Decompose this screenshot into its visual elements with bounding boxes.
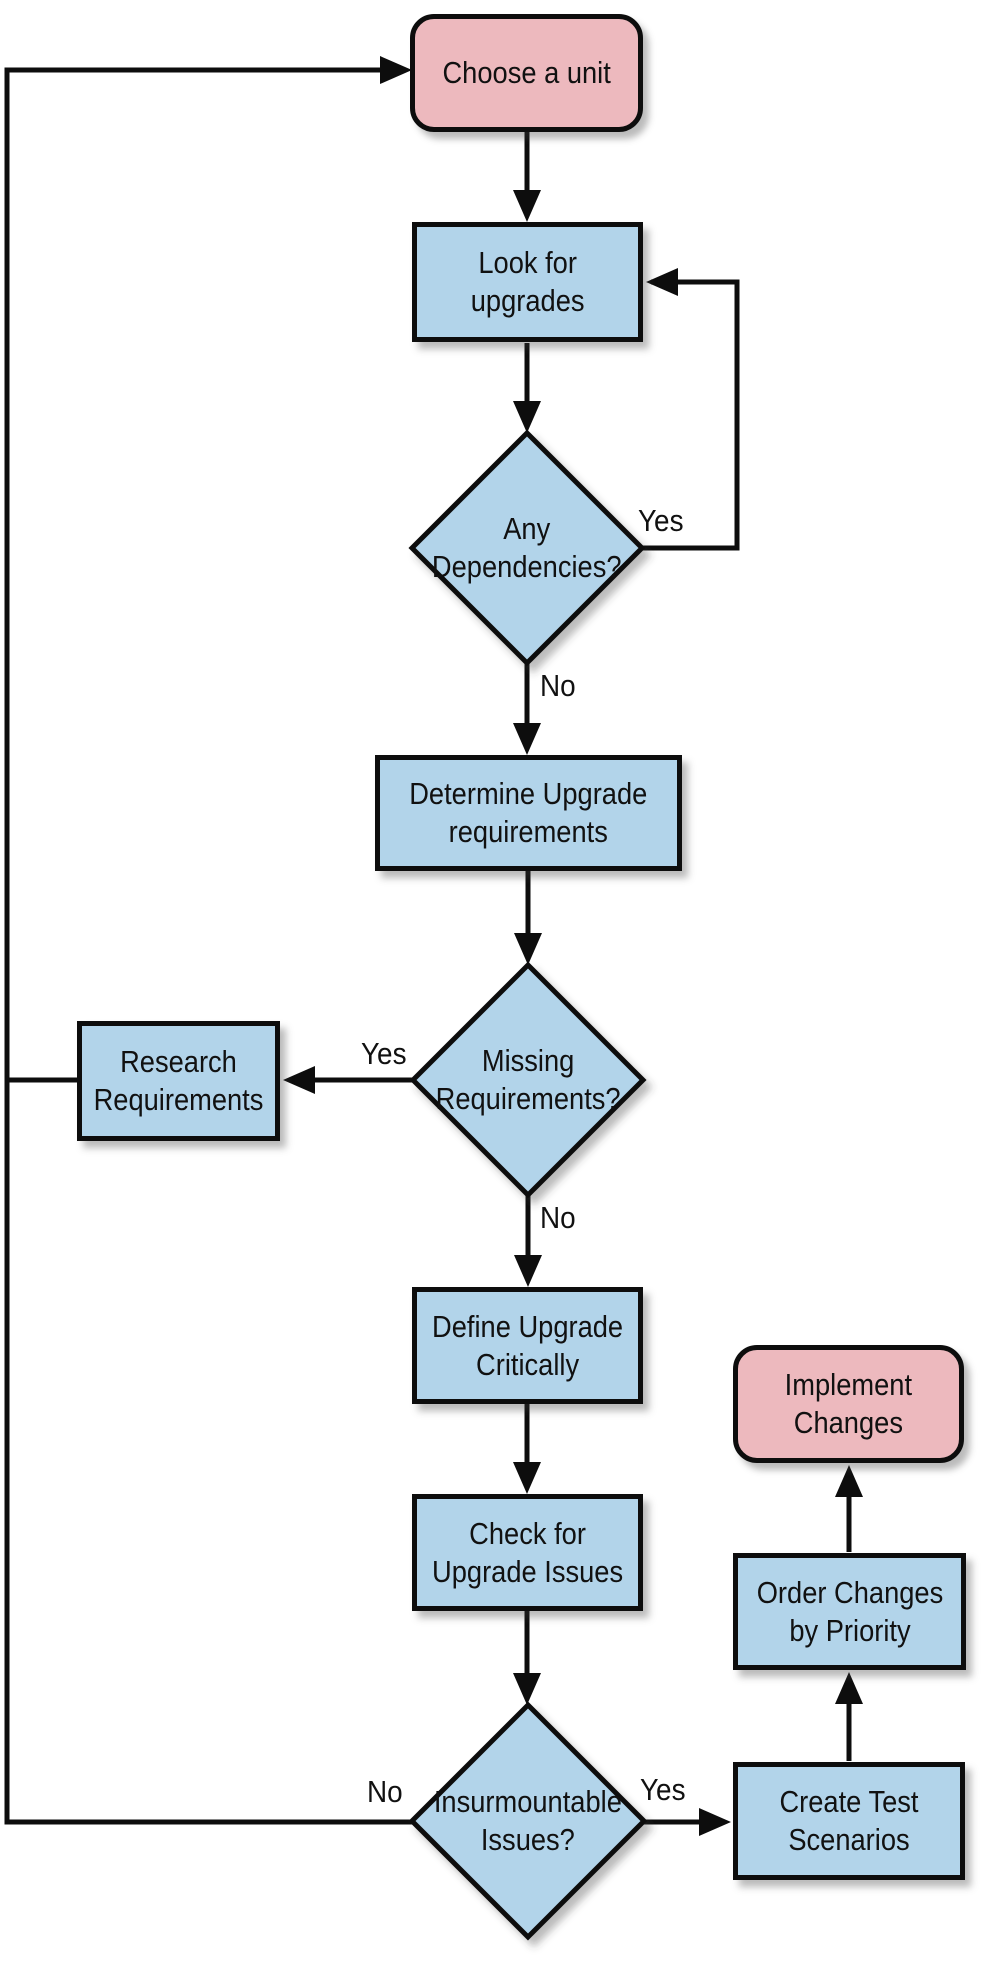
arrowhead-into-look: [513, 190, 541, 222]
node-look-for-upgrades: Look for upgrades: [412, 222, 643, 342]
node-create-test-scenarios: Create Test Scenarios: [733, 1762, 965, 1880]
edge-label-missing-no: No: [540, 1200, 576, 1235]
edge-dependencies-yes-loop: [640, 279, 740, 551]
node-choose-a-unit-label: Choose a unit: [442, 55, 611, 91]
node-any-dependencies-shape: [408, 429, 646, 667]
node-check-for-upgrade-issues: Check for Upgrade Issues: [412, 1494, 643, 1611]
node-look-for-upgrades-label: Look for upgrades: [470, 245, 585, 318]
node-choose-a-unit: Choose a unit: [410, 14, 643, 132]
node-implement-changes: Implement Changes: [733, 1345, 964, 1463]
edge-label-dependencies-yes: Yes: [638, 503, 684, 538]
arrowhead-loop-into-look: [646, 268, 678, 296]
arrowhead-into-insurmountable: [513, 1673, 541, 1705]
edge-return-to-choose: [4, 67, 415, 1825]
arrowhead-into-research: [283, 1066, 315, 1094]
arrowhead-into-implement: [835, 1465, 863, 1497]
node-define-upgrade-critically: Define Upgrade Critically: [412, 1287, 643, 1404]
arrowhead-into-missing: [514, 933, 542, 965]
node-determine-upgrade-requirements: Determine Upgrade requirements: [375, 755, 682, 871]
node-insurmountable-issues-shape: [408, 1701, 648, 1941]
edge-label-insurmountable-yes: Yes: [640, 1772, 686, 1807]
node-research-requirements-label: Research Requirements: [93, 1044, 264, 1117]
arrowhead-into-check: [513, 1462, 541, 1494]
node-research-requirements: Research Requirements: [77, 1021, 280, 1141]
node-missing-requirements-shape: [409, 961, 647, 1199]
node-check-for-upgrade-issues-label: Check for Upgrade Issues: [431, 1515, 624, 1589]
arrowhead-into-define: [514, 1255, 542, 1287]
arrowhead-into-order: [835, 1672, 863, 1704]
node-order-changes-by-priority-label: Order Changes by Priority: [756, 1574, 943, 1648]
node-create-test-scenarios-label: Create Test Scenarios: [779, 1784, 919, 1857]
node-order-changes-by-priority: Order Changes by Priority: [733, 1553, 966, 1670]
node-implement-changes-label: Implement Changes: [784, 1367, 913, 1440]
arrowhead-into-choose: [380, 56, 412, 84]
edge-label-missing-yes: Yes: [361, 1036, 407, 1071]
node-define-upgrade-critically-label: Define Upgrade Critically: [431, 1308, 624, 1382]
arrowhead-into-create: [699, 1808, 731, 1836]
edge-label-dependencies-no: No: [540, 668, 576, 703]
arrowhead-into-determine: [513, 723, 541, 755]
arrowhead-into-dependencies: [513, 401, 541, 433]
edge-label-insurmountable-no: No: [367, 1774, 403, 1809]
node-determine-upgrade-requirements-label: Determine Upgrade requirements: [409, 776, 648, 849]
